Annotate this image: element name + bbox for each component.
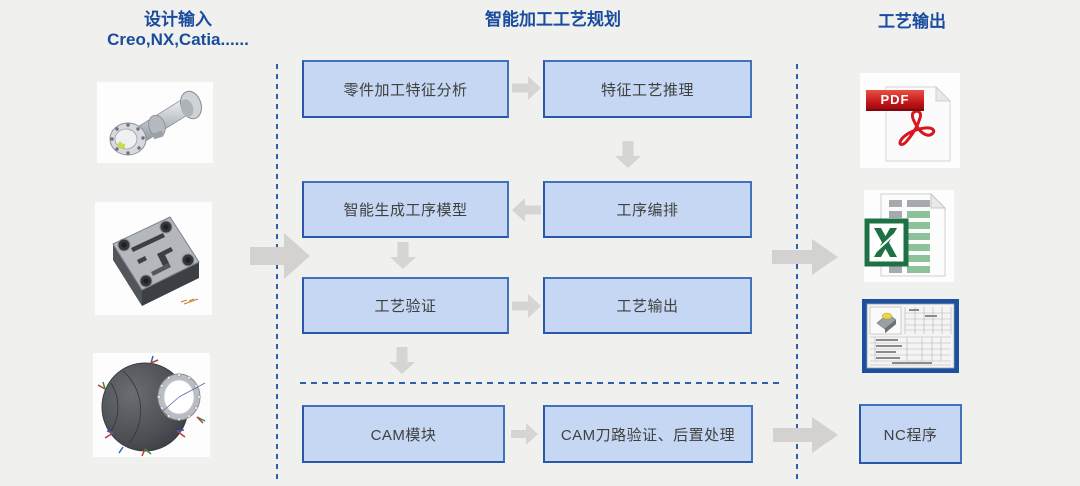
- box-model-generation: 智能生成工序模型: [302, 181, 509, 238]
- input-column-title: 设计输入 Creo,NX,Catia......: [58, 10, 298, 50]
- input-to-process-arrow-icon: [250, 233, 310, 279]
- arrow-down-icon: [390, 242, 416, 269]
- pdf-page-graphic: [885, 85, 952, 162]
- box-process-output: 工艺输出: [543, 277, 752, 334]
- output-column-title: 工艺输出: [878, 12, 946, 31]
- box-cam-module: CAM模块: [302, 405, 505, 463]
- arrow-left-icon: [512, 198, 541, 222]
- flange-shaft-3d-model: [97, 82, 213, 163]
- cam-to-nc-arrow-icon: [773, 417, 838, 453]
- excel-file-icon: [864, 190, 954, 282]
- process-column-title: 智能加工工艺规划: [485, 10, 621, 29]
- pdf-badge: PDF: [866, 90, 924, 111]
- arrow-right-icon: [511, 423, 538, 445]
- box-feature-reasoning: 特征工艺推理: [543, 60, 752, 118]
- pdf-file-icon: PDF: [860, 73, 960, 168]
- box-process-sequencing: 工序编排: [543, 181, 752, 238]
- process-card-thumbnail: [862, 299, 959, 373]
- horizontal-dashed-divider: [300, 382, 782, 384]
- input-title-line2: Creo,NX,Catia......: [107, 30, 249, 49]
- machined-plate-3d-model: [95, 202, 212, 315]
- engine-casing-illustration: [97, 355, 206, 457]
- flange-shaft-illustration: [109, 90, 202, 156]
- excel-page-graphic: [864, 192, 947, 277]
- arrow-right-icon: [512, 76, 541, 100]
- box-process-verification: 工艺验证: [302, 277, 509, 334]
- engine-casing-3d-model: [93, 353, 210, 457]
- process-to-output-arrow-icon: [772, 239, 838, 275]
- machined-plate-illustration: [112, 216, 200, 306]
- arrow-down-icon: [389, 347, 415, 374]
- box-nc-program: NC程序: [859, 404, 962, 464]
- arrow-right-icon: [512, 294, 541, 318]
- input-title-line1: 设计输入: [144, 10, 212, 29]
- process-card-graphic: [862, 299, 959, 373]
- box-cam-toolpath: CAM刀路验证、后置处理: [543, 405, 753, 463]
- arrow-down-icon: [615, 141, 641, 168]
- box-feature-analysis: 零件加工特征分析: [302, 60, 509, 118]
